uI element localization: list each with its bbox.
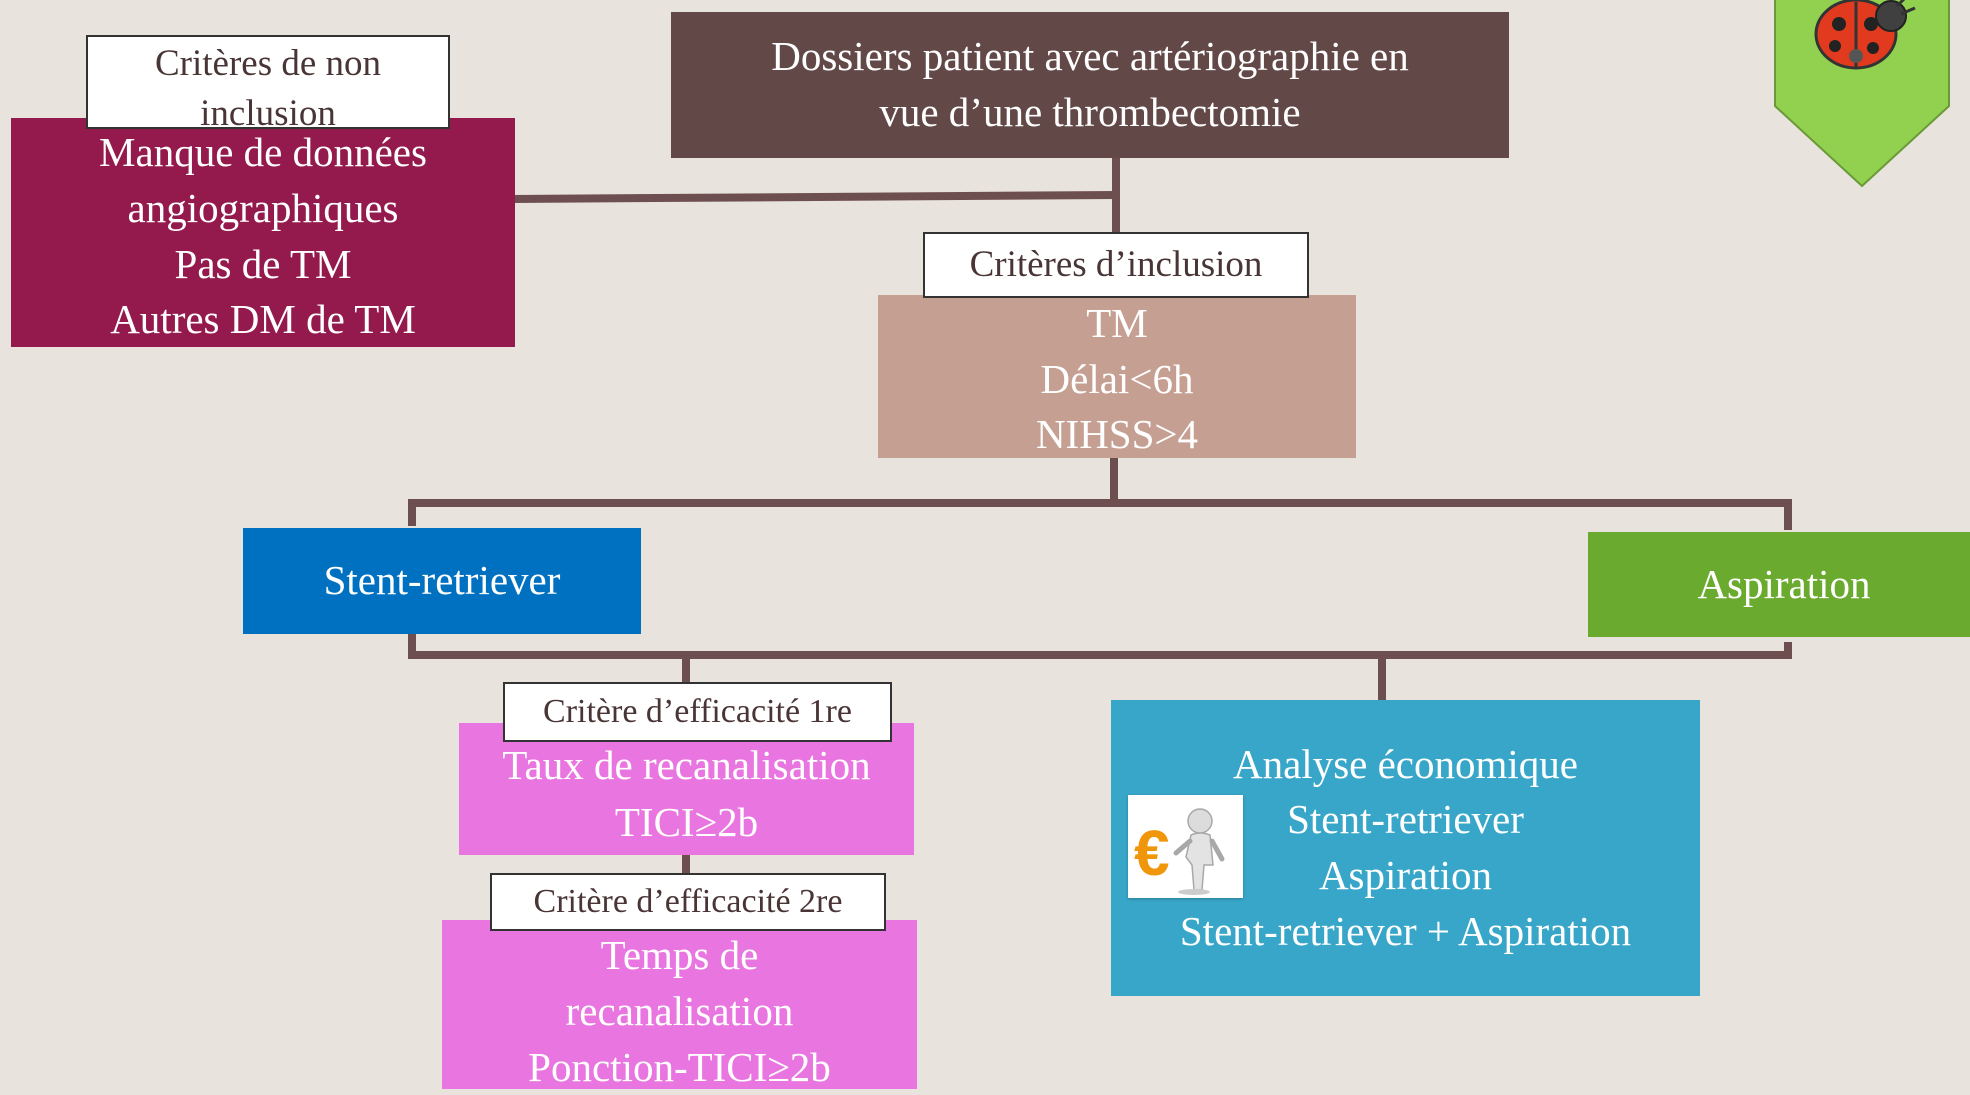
primary-efficacy-tag-label: Critère d’efficacité 1re — [543, 693, 852, 730]
economic-line-4: Stent-retriever + Aspiration — [1180, 904, 1631, 960]
exclusion-criteria-tag: Critères de non inclusion — [86, 35, 450, 129]
euro-figure-icon: € — [1128, 795, 1243, 898]
secondary-efficacy-tag: Critère d’efficacité 2re — [490, 873, 886, 931]
svg-text:€: € — [1134, 817, 1170, 889]
secondary-efficacy-tag-label: Critère d’efficacité 2re — [534, 883, 843, 920]
stent-retriever-box: Stent-retriever — [243, 528, 641, 634]
primary-efficacy-line-1: Taux de recanalisation — [502, 737, 870, 794]
inclusion-line-1: TM — [1086, 296, 1148, 352]
secondary-efficacy-box: Temps de recanalisation Ponction-TICI≥2b — [442, 920, 917, 1089]
inclusion-line-2: Délai<6h — [1041, 352, 1194, 408]
exclusion-tag-line-1: Critères de non — [88, 39, 448, 89]
connector-arm-bracket — [412, 503, 1788, 530]
records-box: Dossiers patient avec artériographie en … — [671, 12, 1509, 158]
secondary-efficacy-line-3: Ponction-TICI≥2b — [528, 1040, 831, 1095]
economic-line-3: Aspiration — [1319, 848, 1492, 904]
bookmark-ribbon — [1773, 0, 1951, 195]
inclusion-tag-label: Critères d’inclusion — [970, 244, 1263, 285]
primary-efficacy-line-2: TICI≥2b — [615, 794, 758, 851]
exclusion-box: Manque de données angiographiques Pas de… — [11, 118, 515, 347]
inclusion-box: TM Délai<6h NIHSS>4 — [878, 295, 1356, 458]
connector-to-exclusion — [512, 195, 1116, 199]
records-line-2: vue d’une thrombectomie — [879, 85, 1300, 141]
primary-efficacy-box: Taux de recanalisation TICI≥2b — [459, 723, 914, 855]
stent-retriever-label: Stent-retriever — [324, 553, 561, 609]
records-line-1: Dossiers patient avec artériographie en — [771, 29, 1409, 85]
aspiration-box: Aspiration — [1588, 532, 1970, 637]
exclusion-line-3: Pas de TM — [175, 237, 352, 293]
exclusion-line-2: angiographiques — [128, 181, 399, 237]
primary-efficacy-tag: Critère d’efficacité 1re — [503, 682, 892, 742]
secondary-efficacy-line-2: recanalisation — [566, 984, 794, 1040]
exclusion-tag-line-2: inclusion — [88, 89, 448, 139]
secondary-efficacy-line-1: Temps de — [601, 928, 759, 984]
inclusion-criteria-tag: Critères d’inclusion — [923, 232, 1309, 298]
aspiration-label: Aspiration — [1697, 557, 1870, 613]
inclusion-line-3: NIHSS>4 — [1036, 407, 1198, 463]
exclusion-line-4: Autres DM de TM — [110, 292, 416, 348]
economic-line-1: Analyse économique — [1233, 737, 1578, 793]
economic-line-2: Stent-retriever — [1287, 792, 1524, 848]
